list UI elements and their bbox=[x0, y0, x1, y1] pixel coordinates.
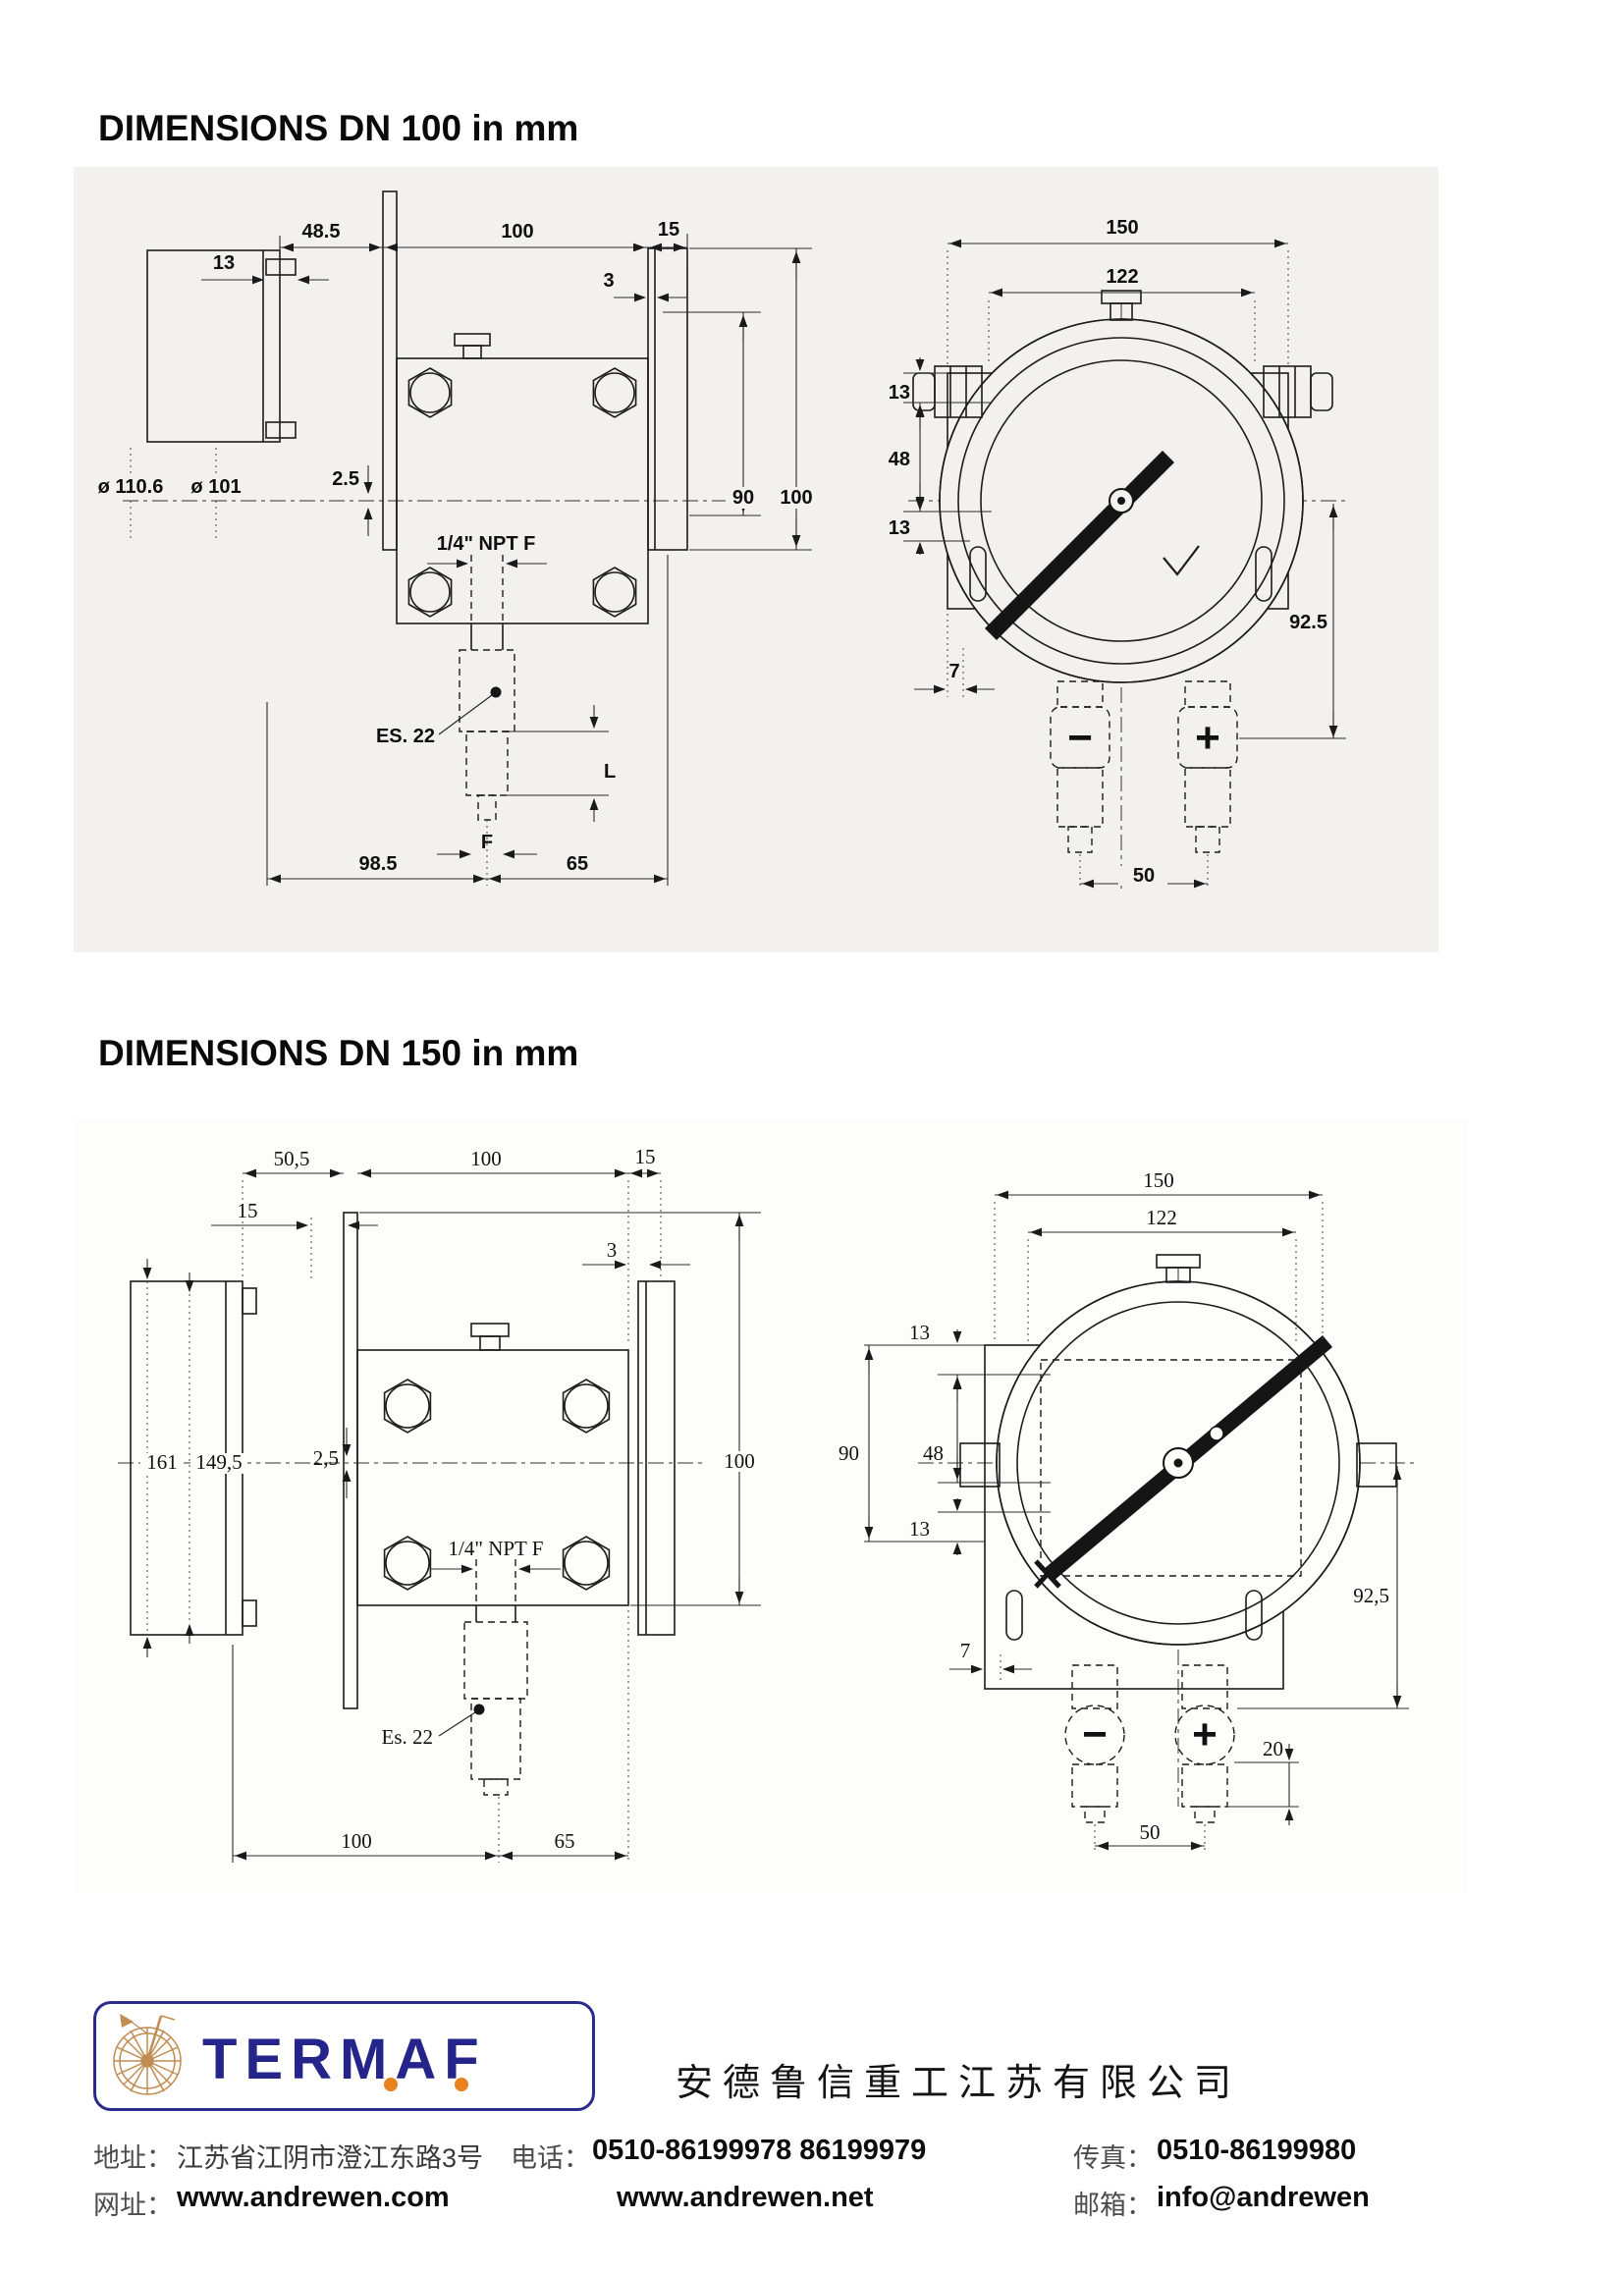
label-backgrounds bbox=[140, 1451, 1175, 1843]
dim-label: 1/4" NPT F bbox=[437, 533, 536, 555]
dim-label: 50 bbox=[1140, 1820, 1161, 1844]
dim-label: 92,5 bbox=[1353, 1584, 1389, 1607]
extension-lines bbox=[130, 250, 1289, 890]
dn100-dimension-drawing: 13 48.5 100 15 3 ø 110.6 ø 101 2.5 1/4" … bbox=[74, 167, 1438, 952]
es22-dot bbox=[473, 1704, 485, 1715]
phone-label: 电话： bbox=[511, 2143, 590, 2173]
dim-label: 150 bbox=[1143, 1168, 1174, 1192]
email-value: info@andrewen bbox=[1157, 2182, 1370, 2213]
dim-label: 15 bbox=[658, 219, 679, 241]
dim-label: 20 bbox=[1263, 1737, 1283, 1760]
dn100-side-view bbox=[146, 190, 688, 650]
phone-value: 0510-86199978 86199979 bbox=[592, 2135, 927, 2166]
plus-port-symbol: + bbox=[1192, 1710, 1218, 1759]
website-secondary: www.andrewen.net bbox=[617, 2182, 874, 2213]
dim-label: 122 bbox=[1106, 266, 1138, 288]
dim-label: L bbox=[604, 761, 616, 783]
dim-label: 122 bbox=[1146, 1206, 1177, 1229]
dim-label: 7 bbox=[960, 1639, 971, 1662]
dn100-labels: 13 48.5 100 15 3 ø 110.6 ø 101 2.5 1/4" … bbox=[98, 217, 1327, 887]
dim-label: F bbox=[481, 832, 493, 853]
dn100-front-view bbox=[912, 290, 1333, 683]
dim-label: 7 bbox=[948, 661, 959, 682]
dn150-dashed-window bbox=[1040, 1359, 1302, 1577]
dim-label: 100 bbox=[341, 1829, 372, 1853]
dim-label: 3 bbox=[603, 270, 614, 292]
website-label: 网址： bbox=[93, 2191, 173, 2220]
dim-label: 1/4" NPT F bbox=[449, 1537, 544, 1560]
dn150-labels: 50,5 100 15 15 3 161 149,5 2,5 1/4" NPT … bbox=[146, 1145, 1389, 1853]
dim-label: 90 bbox=[732, 487, 754, 509]
logo-wordmark: TERMAF bbox=[202, 2028, 487, 2091]
dn150-pressure-fittings bbox=[1064, 1664, 1235, 1823]
dim-label: 149,5 bbox=[195, 1450, 242, 1474]
dim-label: ø 101 bbox=[190, 476, 241, 498]
dim-label: 150 bbox=[1106, 217, 1138, 239]
dimension-lines bbox=[201, 234, 1346, 889]
dn100-npt-stub bbox=[459, 555, 515, 821]
dim-label: ø 110.6 bbox=[98, 476, 164, 498]
dim-label: 3 bbox=[607, 1238, 618, 1262]
dim-label: 65 bbox=[567, 853, 588, 875]
dim-label: 161 bbox=[146, 1450, 178, 1474]
dn150-dimension-drawing: 50,5 100 15 15 3 161 149,5 2,5 1/4" NPT … bbox=[74, 1119, 1468, 1895]
page-title: DIMENSIONS DN 100 in mm bbox=[98, 108, 579, 148]
dn100-pressure-fittings bbox=[1050, 680, 1238, 853]
address-value: 江苏省江阴市澄江东路3号 bbox=[177, 2143, 484, 2173]
dn150-npt-stub bbox=[463, 1559, 528, 1796]
dim-label: 13 bbox=[889, 382, 910, 404]
gauge-needle bbox=[438, 1335, 1332, 1737]
dim-label: 2.5 bbox=[332, 468, 359, 490]
dim-label: 48.5 bbox=[302, 221, 341, 243]
page-title: DIMENSIONS DN 150 in mm bbox=[98, 1033, 579, 1073]
gauge-needle bbox=[438, 451, 1200, 735]
dim-label: 50 bbox=[1133, 865, 1155, 887]
dim-label: 13 bbox=[213, 252, 235, 274]
dim-label: 48 bbox=[923, 1441, 944, 1465]
es22-dot bbox=[490, 686, 502, 698]
dim-label: 13 bbox=[909, 1517, 930, 1541]
minus-port-symbol: − bbox=[1067, 714, 1093, 762]
logo-dot bbox=[384, 2078, 398, 2091]
dim-label: 2,5 bbox=[313, 1446, 339, 1470]
address-label: 地址： bbox=[93, 2143, 173, 2173]
dim-label: 100 bbox=[501, 221, 533, 243]
dim-label: 100 bbox=[470, 1147, 502, 1170]
dim-label: 92.5 bbox=[1289, 612, 1327, 633]
termaf-logo: TERMAF bbox=[93, 2001, 595, 2111]
dim-label: 13 bbox=[889, 517, 910, 539]
dim-label: 98.5 bbox=[359, 853, 398, 875]
dim-label: 15 bbox=[238, 1199, 258, 1222]
label-backgrounds bbox=[95, 475, 1167, 886]
logo-dot bbox=[455, 2078, 468, 2091]
dim-label: 65 bbox=[555, 1829, 575, 1853]
email-label: 邮箱： bbox=[1073, 2191, 1153, 2220]
website-primary: www.andrewen.com bbox=[177, 2182, 450, 2213]
plus-port-symbol: + bbox=[1195, 714, 1220, 762]
fax-label: 传真： bbox=[1073, 2143, 1153, 2173]
dim-label: 15 bbox=[635, 1145, 656, 1168]
gauge-wheel-icon bbox=[113, 2014, 182, 2095]
minus-port-symbol: − bbox=[1082, 1710, 1108, 1759]
dim-label: 100 bbox=[780, 487, 812, 509]
extension-lines bbox=[146, 1180, 1324, 1863]
dim-label: Es. 22 bbox=[382, 1725, 434, 1749]
dim-label: 100 bbox=[724, 1449, 755, 1473]
company-name-cn: 安德鲁信重工江苏有限公司 bbox=[676, 2063, 1242, 2104]
dim-label: 48 bbox=[889, 449, 910, 470]
fax-value: 0510-86199980 bbox=[1157, 2135, 1357, 2166]
dim-label: 50,5 bbox=[274, 1147, 310, 1170]
dim-label: ES. 22 bbox=[376, 726, 435, 747]
dim-label: 13 bbox=[909, 1321, 930, 1344]
dim-label: 90 bbox=[839, 1441, 859, 1465]
logo-graphic: TERMAF bbox=[113, 2014, 487, 2095]
dimension-lines bbox=[142, 1168, 1409, 1863]
